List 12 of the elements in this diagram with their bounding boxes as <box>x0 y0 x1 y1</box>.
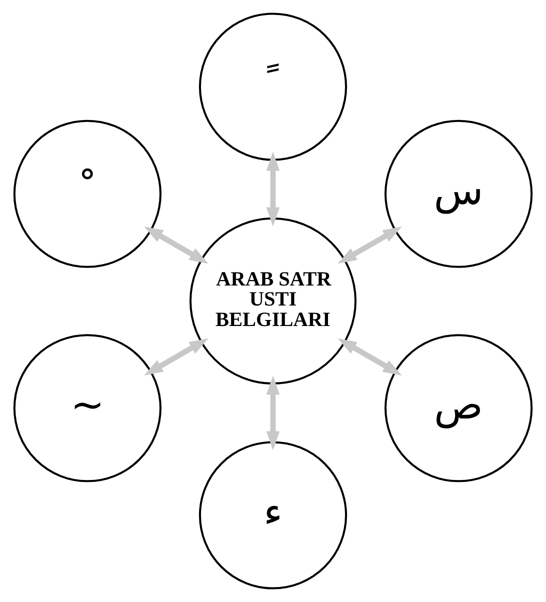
node-circle: ﹾ <box>13 120 162 268</box>
arrow <box>338 338 402 376</box>
node-circle: ~ <box>13 334 162 482</box>
arrow <box>266 152 280 226</box>
arrow <box>338 226 402 264</box>
node-circle: ﹰ <box>198 12 348 161</box>
node-circle: ء <box>198 441 348 590</box>
node-circle: ص <box>384 334 533 482</box>
arrow <box>144 226 208 264</box>
arrow <box>266 376 280 450</box>
arrow <box>144 338 208 376</box>
node-circle: س <box>384 120 533 268</box>
